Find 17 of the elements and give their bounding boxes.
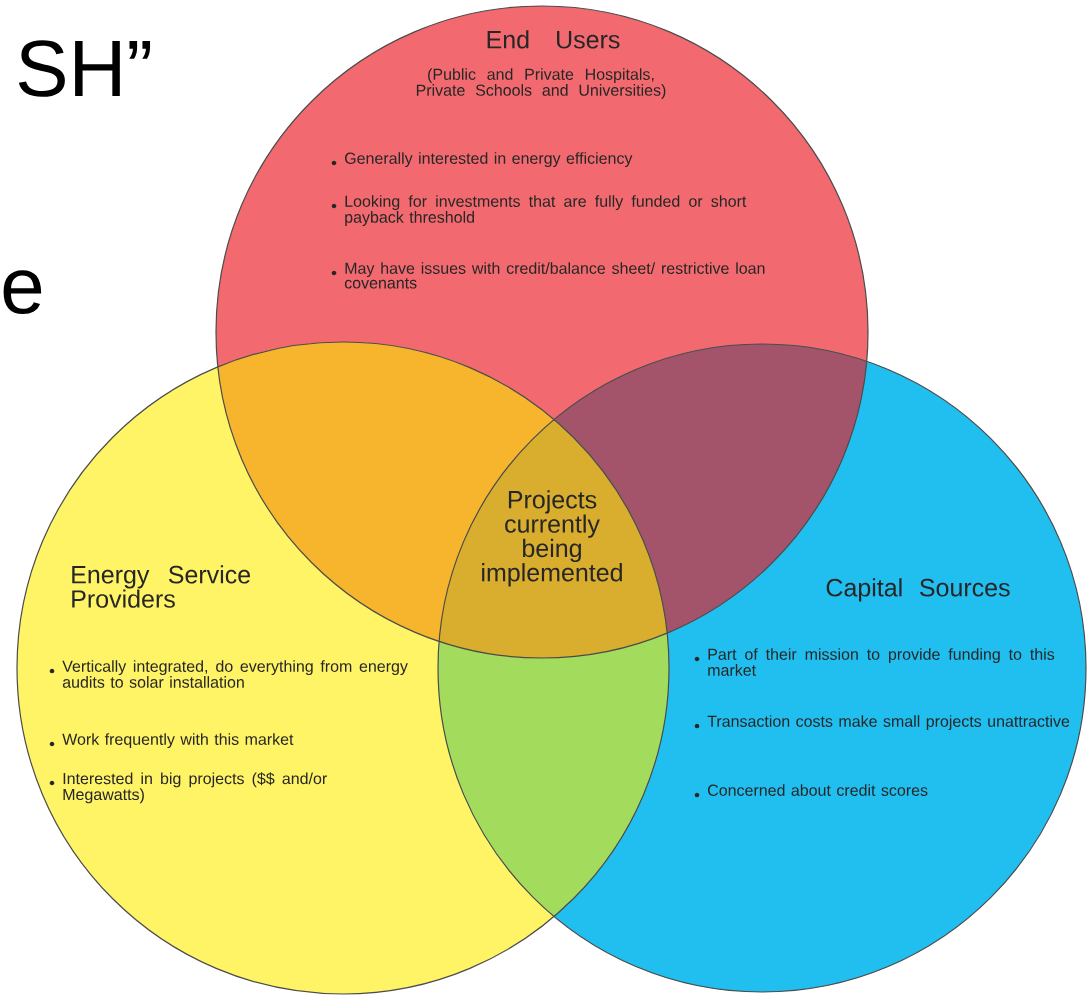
- bullet-item: Concerned about credit scores: [694, 784, 928, 798]
- bullet-item: Transaction costs make small projects unattractive: [694, 715, 1070, 731]
- bullet-item: Part of their mission to provide funding to this market: [694, 648, 1055, 676]
- bullet-item: Looking for investments that are fully funded or short payback threshold: [331, 195, 747, 227]
- circle-heading: Capital Sources: [826, 578, 1010, 602]
- bullet-item: Work frequently with this market: [49, 733, 294, 749]
- slide-text: e: [3, 270, 42, 315]
- venn-circle: [16, 341, 670, 995]
- bullet-item: May have issues with credit/balance sheet/ restrictive loan covenants: [331, 262, 765, 289]
- bullet-item: Interested in big projects ($$ and/or Megawatts): [49, 772, 327, 804]
- bullet-item: Generally interested in energy efficiency: [331, 152, 633, 168]
- venn-circle: [437, 343, 1087, 993]
- center-label: Projects currently being implemented: [482, 490, 622, 587]
- bullet-item: Vertically integrated, do everything from energy audits to solar installation: [49, 660, 408, 688]
- circle-subheading: (Public and Private Hospitals, Private Schools and Universities): [416, 68, 666, 99]
- circle-heading: End Users: [487, 30, 620, 49]
- circle-heading: Energy Service Providers: [72, 565, 251, 608]
